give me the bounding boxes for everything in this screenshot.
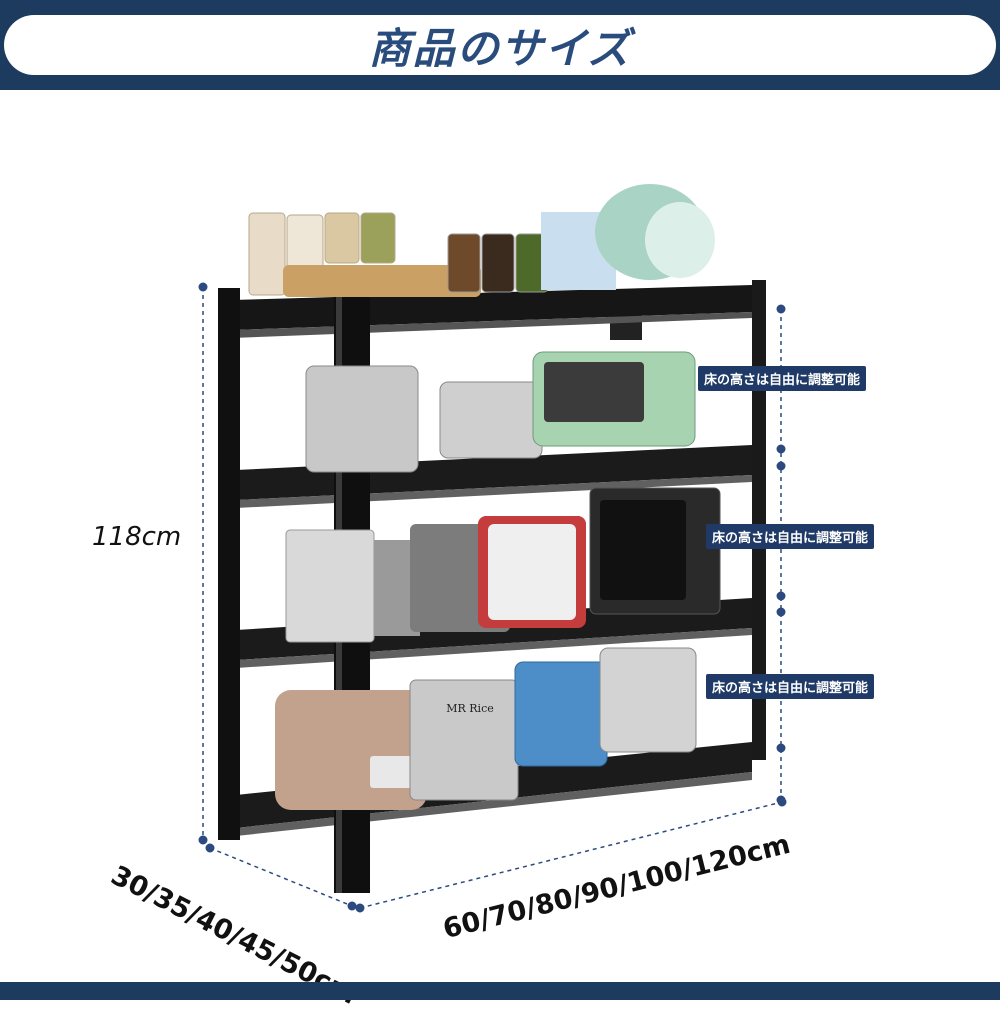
spice-jar [286,214,324,271]
shelf-post-back-right [752,280,766,760]
spice-jar [360,212,396,264]
coffee-machine [285,529,375,643]
header-bar: 商品のサイズ [0,0,1000,90]
page-title: 商品のサイズ [368,23,632,73]
title-pill: 商品のサイズ [4,15,996,75]
spice-jar [248,212,286,296]
spice-jar [324,212,360,264]
spice-jar [447,233,481,293]
stock-pot [305,365,419,473]
dimension-guides [198,282,787,913]
adjustable-height-badge: 床の高さは自由に調整可能 [706,524,875,549]
espresso-machine [514,661,608,767]
spice-jar [481,233,515,293]
wicker-tray [283,265,481,297]
stock-pot [599,647,697,753]
shelf-post-front-left [218,288,240,840]
plate [645,202,715,278]
stock-pot [439,381,543,459]
footer-bar [0,982,1000,1000]
height-dimension-label: 118cm [92,522,182,552]
adjustable-height-badge: 床の高さは自由に調整可能 [698,366,867,391]
rice-cooker [275,690,427,810]
rice-bin-label: MR Rice [446,702,494,715]
rice-bin [409,679,519,801]
adjustable-height-badge: 床の高さは自由に調整可能 [706,674,875,699]
